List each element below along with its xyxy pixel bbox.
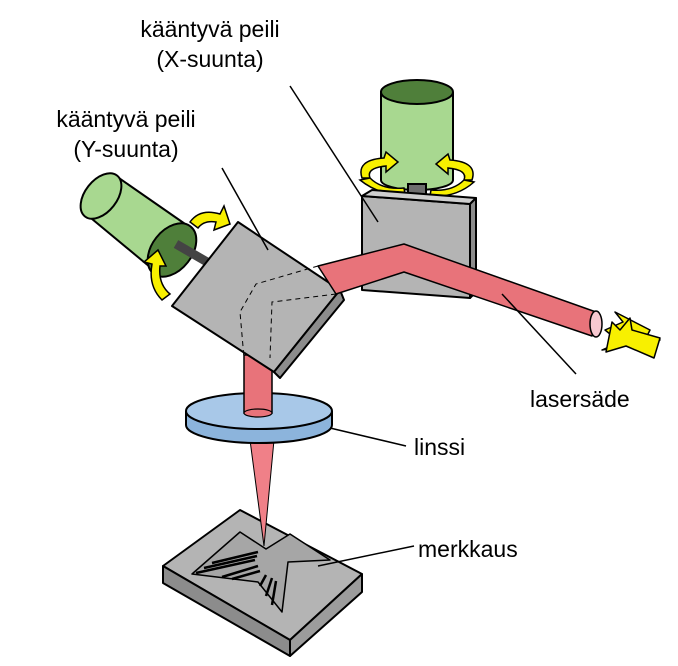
label-lens: linssi — [414, 434, 466, 460]
hidden-beam-path — [239, 265, 337, 359]
mirror-y — [171, 221, 345, 379]
label-mirror-x-line2: (X-suunta) — [156, 46, 264, 72]
label-marking: merkkaus — [418, 536, 518, 562]
label-mirror-y-line2: (Y-suunta) — [73, 136, 179, 162]
rotation-arrow-y-icon — [142, 204, 231, 301]
label-mirror-y: kääntyvä peili (Y-suunta) — [28, 104, 224, 164]
rotation-arrow-x-icon — [358, 150, 476, 197]
motor-y — [79, 172, 217, 278]
label-laser: lasersäde — [530, 386, 630, 412]
marking-x-shape — [191, 531, 331, 613]
leader-lines — [221, 85, 577, 567]
label-mirror-y-line1: kääntyvä peili — [56, 106, 196, 132]
marking-hatch — [195, 550, 278, 606]
incoming-laser-arrow-body — [605, 317, 661, 359]
label-mirror-x: kääntyvä peili (X-suunta) — [112, 14, 308, 74]
motor-x — [380, 79, 454, 201]
label-mirror-x-line1: kääntyvä peili — [140, 16, 280, 42]
vertical-beam — [243, 354, 273, 418]
